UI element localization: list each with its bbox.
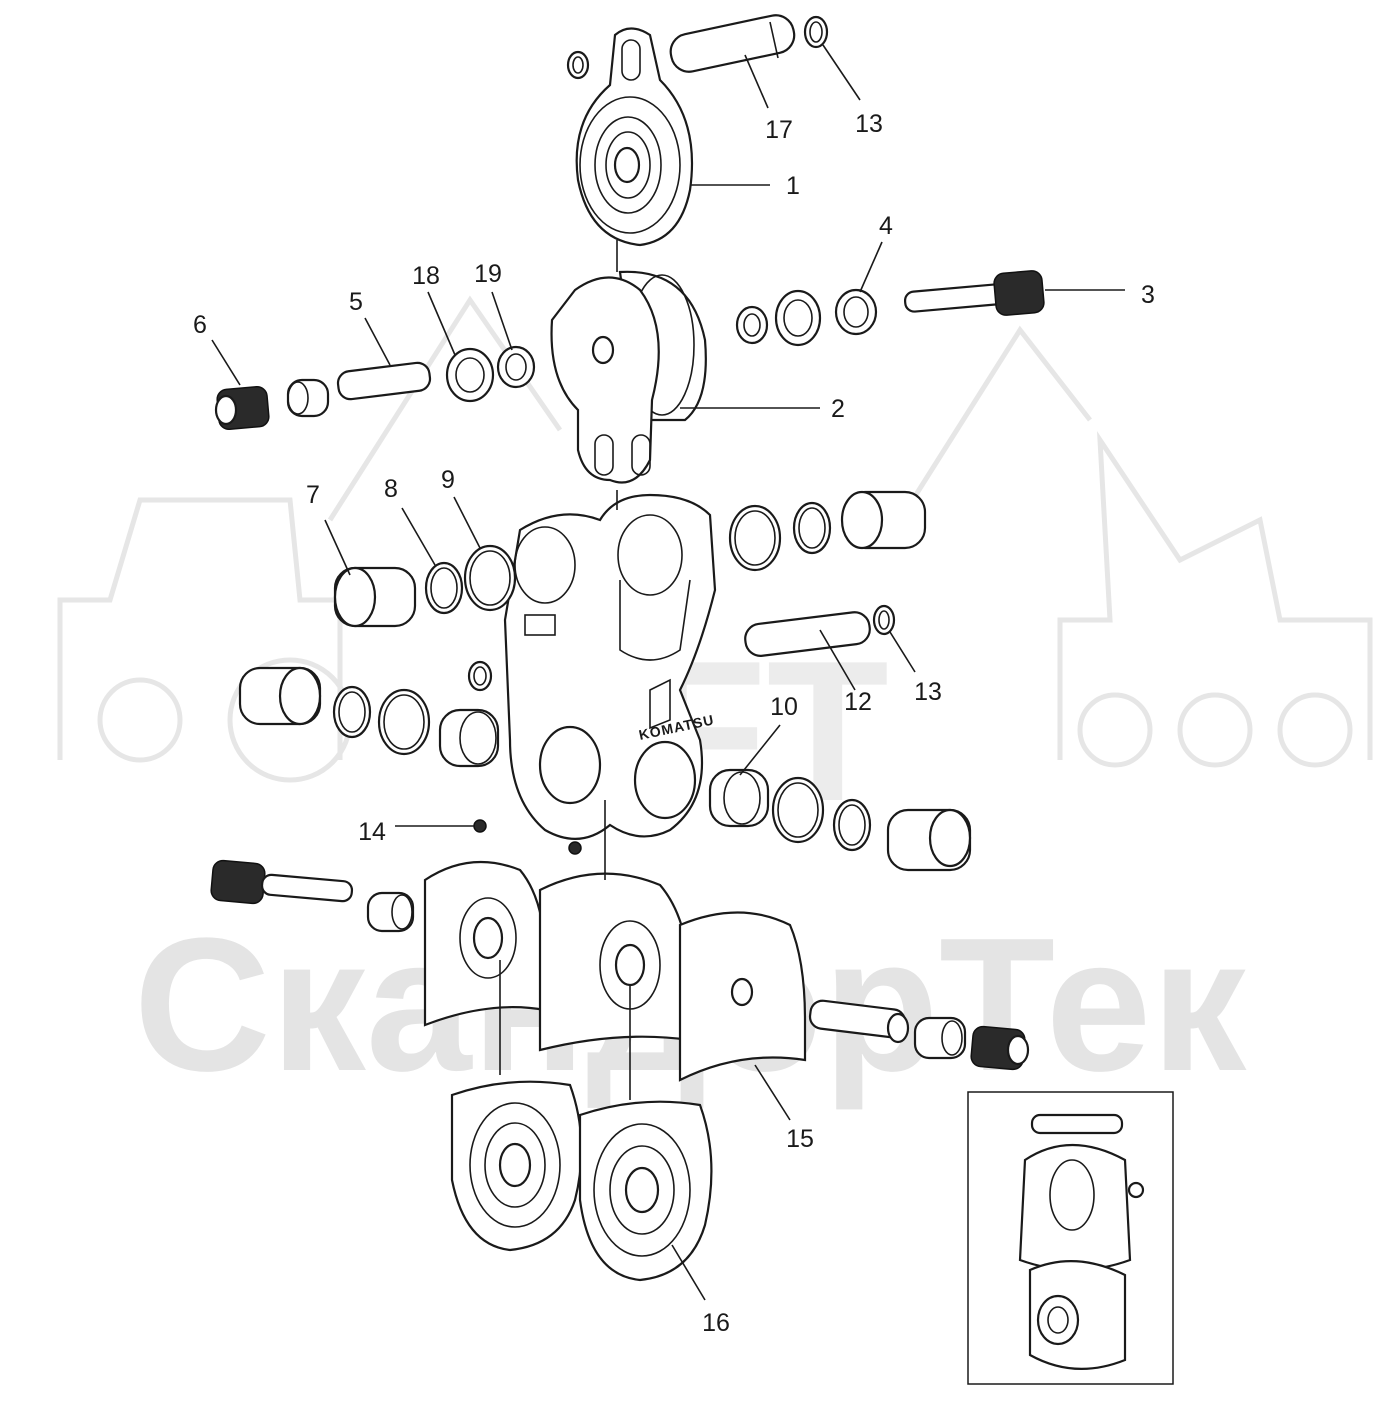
part-3-bolt-upper — [903, 270, 1045, 316]
callout-8: 8 — [384, 475, 398, 503]
middle-frame: KOMATSU — [503, 493, 717, 840]
part-5-shaft — [336, 361, 432, 401]
part-1-top-plate — [575, 27, 694, 247]
callout-16: 16 — [702, 1309, 730, 1337]
callout-1: 1 — [786, 172, 800, 200]
part-17-pin — [669, 14, 796, 73]
part-7-bushing — [333, 566, 417, 628]
part-16-sheaves — [450, 1080, 713, 1282]
callout-15: 15 — [786, 1125, 814, 1153]
callout-13-top: 13 — [855, 110, 883, 138]
part-10-bushing — [708, 768, 770, 828]
watermark-excavator-right — [1057, 430, 1373, 768]
callout-7: 7 — [306, 481, 320, 509]
ring-top-left — [566, 50, 590, 80]
callout-5: 5 — [349, 288, 363, 316]
callout-4: 4 — [879, 212, 893, 240]
callouts: 1 2 3 4 5 6 7 8 9 10 12 13 13 14 15 16 1… — [193, 110, 1155, 1337]
callout-17: 17 — [765, 116, 793, 144]
upper-left-sleeve — [286, 378, 330, 418]
callout-10: 10 — [770, 693, 798, 721]
part-6-threaded-nut — [214, 385, 270, 431]
lower-right-rings — [771, 776, 972, 872]
inset-assembled-view — [967, 1091, 1174, 1385]
callout-19: 19 — [474, 260, 502, 288]
part-12-pin — [744, 611, 871, 657]
callout-12: 12 — [844, 688, 872, 716]
part-2-upper-sheave — [550, 270, 707, 484]
part-13-ring-top — [803, 15, 829, 49]
lower-left-rings — [238, 666, 500, 768]
small-ring-left-middle — [467, 660, 493, 692]
lower-right-pin-assembly — [808, 999, 1030, 1071]
upper-right-bushings — [735, 288, 878, 347]
callout-6: 6 — [193, 311, 207, 339]
callout-9: 9 — [441, 466, 455, 494]
leader-lines — [211, 44, 1125, 1301]
watermark-roof — [327, 295, 1092, 522]
part-9-ring — [463, 544, 517, 612]
callout-14: 14 — [358, 818, 386, 846]
upper-right-rings — [728, 490, 927, 572]
lower-left-bolt — [210, 859, 415, 933]
part-13-ring-middle — [872, 604, 896, 636]
upper-left-bushings — [445, 345, 536, 403]
callout-13-middle: 13 — [914, 678, 942, 706]
part-8-ring — [424, 561, 464, 615]
callout-18: 18 — [412, 262, 440, 290]
callout-3: 3 — [1141, 281, 1155, 309]
watermark-tractor-left — [57, 497, 353, 783]
callout-2: 2 — [831, 395, 845, 423]
part-14-nuts — [473, 819, 582, 855]
